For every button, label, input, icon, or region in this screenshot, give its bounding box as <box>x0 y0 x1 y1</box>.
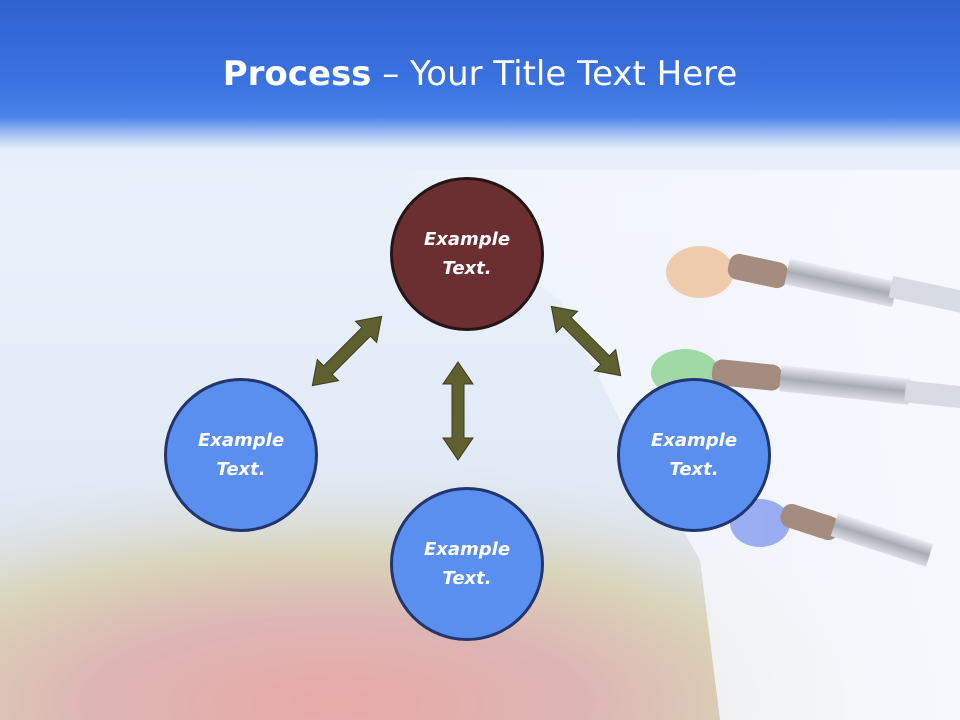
node-right-line2: Text. <box>669 459 719 480</box>
title-rest: – Your Title Text Here <box>371 54 738 94</box>
title-bold: Process <box>222 54 372 94</box>
node-top-line2: Text. <box>442 258 492 279</box>
node-right[interactable]: Example Text. <box>617 378 771 532</box>
node-left[interactable]: Example Text. <box>164 378 318 532</box>
paintbrush-icons <box>651 246 960 567</box>
node-bottom-line1: Example <box>423 539 511 560</box>
node-left-line2: Text. <box>216 459 266 480</box>
title-bar <box>0 0 960 150</box>
node-right-line1: Example <box>650 430 738 451</box>
node-left-line1: Example <box>197 430 285 451</box>
node-bottom[interactable]: Example Text. <box>390 487 544 641</box>
node-bottom-line2: Text. <box>442 568 492 589</box>
page-title: Process – Your Title Text Here <box>0 52 960 96</box>
node-top-line1: Example <box>423 229 511 250</box>
node-top[interactable]: Example Text. <box>390 177 544 331</box>
